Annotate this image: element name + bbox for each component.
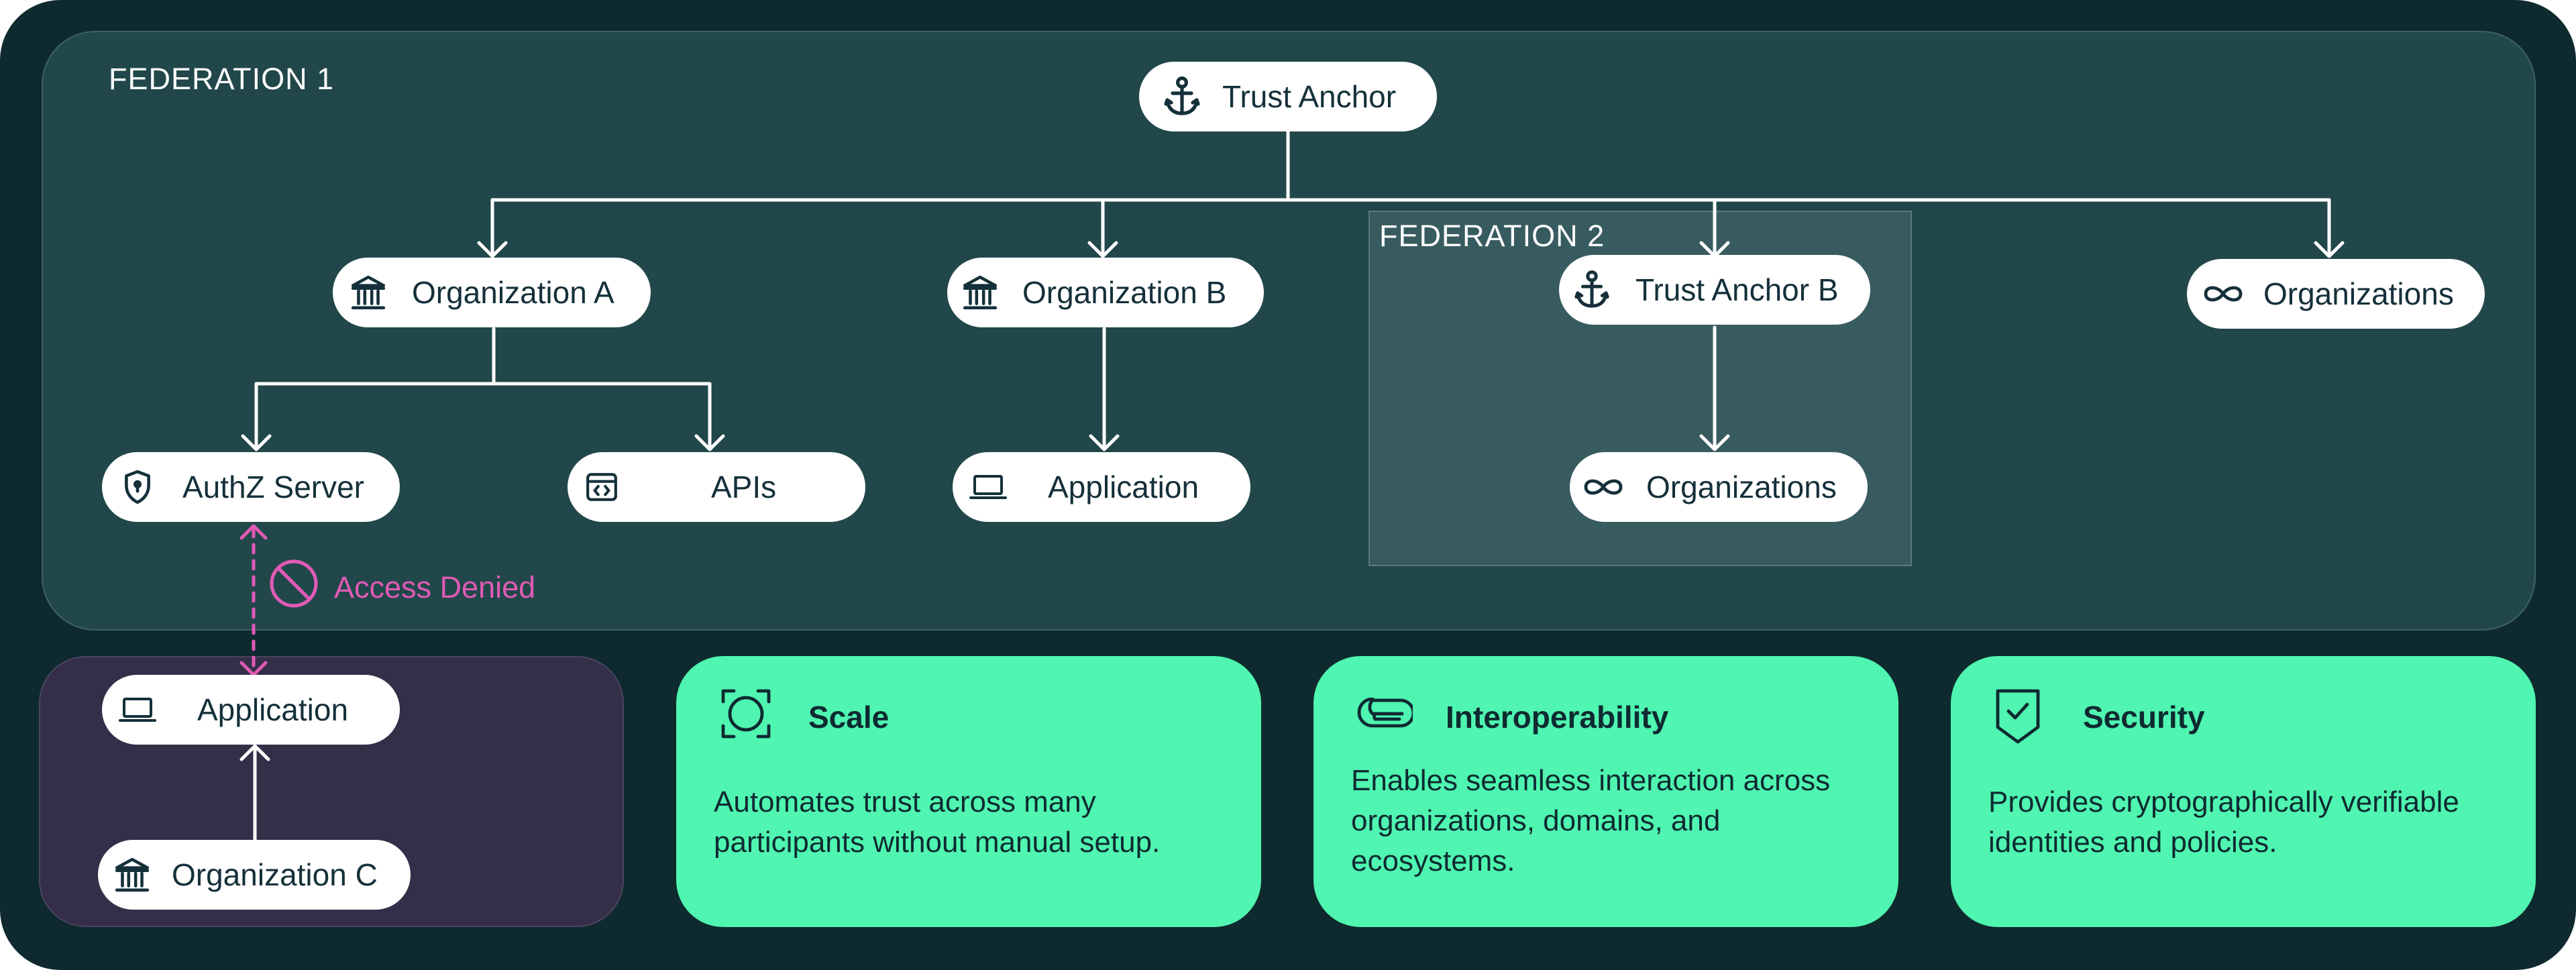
prohibited-icon: [267, 557, 321, 618]
connector-to-application-c: [239, 744, 270, 842]
connector-to-org-a: [477, 198, 508, 258]
card-title: Interoperability: [1446, 700, 1669, 735]
laptop-icon: [118, 695, 157, 724]
node-label: APIs: [711, 470, 777, 504]
infinity-icon: [2202, 283, 2245, 305]
connector-to-org-b: [1087, 198, 1118, 258]
laptop-icon: [969, 472, 1008, 502]
card-scale: Scale Automates trust across many partic…: [676, 656, 1261, 927]
node-label: Organization C: [172, 857, 378, 892]
card-description: Provides cryptographically verifiable id…: [1988, 786, 2459, 859]
node-organization-a[interactable]: Organization A: [333, 258, 651, 327]
access-denied-indicator: Access Denied: [267, 557, 535, 618]
connector-to-apis: [694, 382, 725, 451]
anchor-icon: [1574, 270, 1610, 310]
node-label: AuthZ Server: [182, 470, 364, 504]
card-title: Security: [2083, 700, 2205, 735]
institution-icon: [114, 857, 150, 893]
institution-icon: [350, 274, 386, 311]
card-description: Enables seamless interaction across orga…: [1351, 764, 1831, 877]
connector-to-organizations-fed2: [1699, 325, 1730, 451]
code-window-icon: [585, 472, 619, 502]
connector-to-authz: [241, 382, 272, 451]
access-denied-label: Access Denied: [334, 570, 536, 604]
node-trust-anchor-b[interactable]: Trust Anchor B: [1559, 255, 1870, 325]
card-security: Security Provides cryptographically veri…: [1951, 656, 2536, 927]
connector-to-organizations: [2314, 198, 2345, 258]
node-organization-b[interactable]: Organization B: [947, 258, 1264, 327]
node-label: Trust Anchor: [1222, 79, 1397, 114]
node-label: Organizations: [1646, 470, 1837, 504]
node-label: Trust Anchor B: [1635, 272, 1839, 307]
node-application-b[interactable]: Application: [953, 452, 1250, 522]
node-label: Organization A: [412, 275, 614, 310]
connector-to-trust-anchor-b: [1699, 198, 1730, 258]
connector-to-application-b: [1089, 327, 1120, 451]
node-organization-c[interactable]: Organization C: [98, 840, 411, 910]
federation-1-label: FEDERATION 1: [109, 62, 335, 96]
frame-scan-icon: [719, 687, 773, 744]
node-authz-server[interactable]: AuthZ Server: [102, 452, 400, 522]
node-organizations[interactable]: Organizations: [2187, 259, 2485, 329]
node-application-c[interactable]: Application: [102, 675, 400, 745]
shield-check-icon: [1994, 687, 2042, 748]
federation-2-label: FEDERATION 2: [1379, 219, 1605, 253]
shield-lock-icon: [122, 469, 153, 505]
node-trust-anchor[interactable]: Trust Anchor: [1139, 62, 1437, 131]
node-organizations-fed2[interactable]: Organizations: [1570, 452, 1868, 522]
infinity-icon: [1582, 476, 1625, 498]
institution-icon: [962, 274, 998, 311]
node-label: Organization B: [1022, 275, 1227, 310]
node-label: Application: [197, 692, 349, 727]
card-title: Scale: [808, 700, 890, 735]
anchor-icon: [1163, 76, 1201, 117]
card-interoperability: Interoperability Enables seamless intera…: [1313, 656, 1898, 927]
node-label: Application: [1048, 470, 1199, 504]
card-description: Automates trust across many participants…: [714, 786, 1161, 859]
node-apis[interactable]: APIs: [568, 452, 865, 522]
paperclip-icon: [1356, 697, 1415, 733]
node-label: Organizations: [2263, 276, 2454, 311]
